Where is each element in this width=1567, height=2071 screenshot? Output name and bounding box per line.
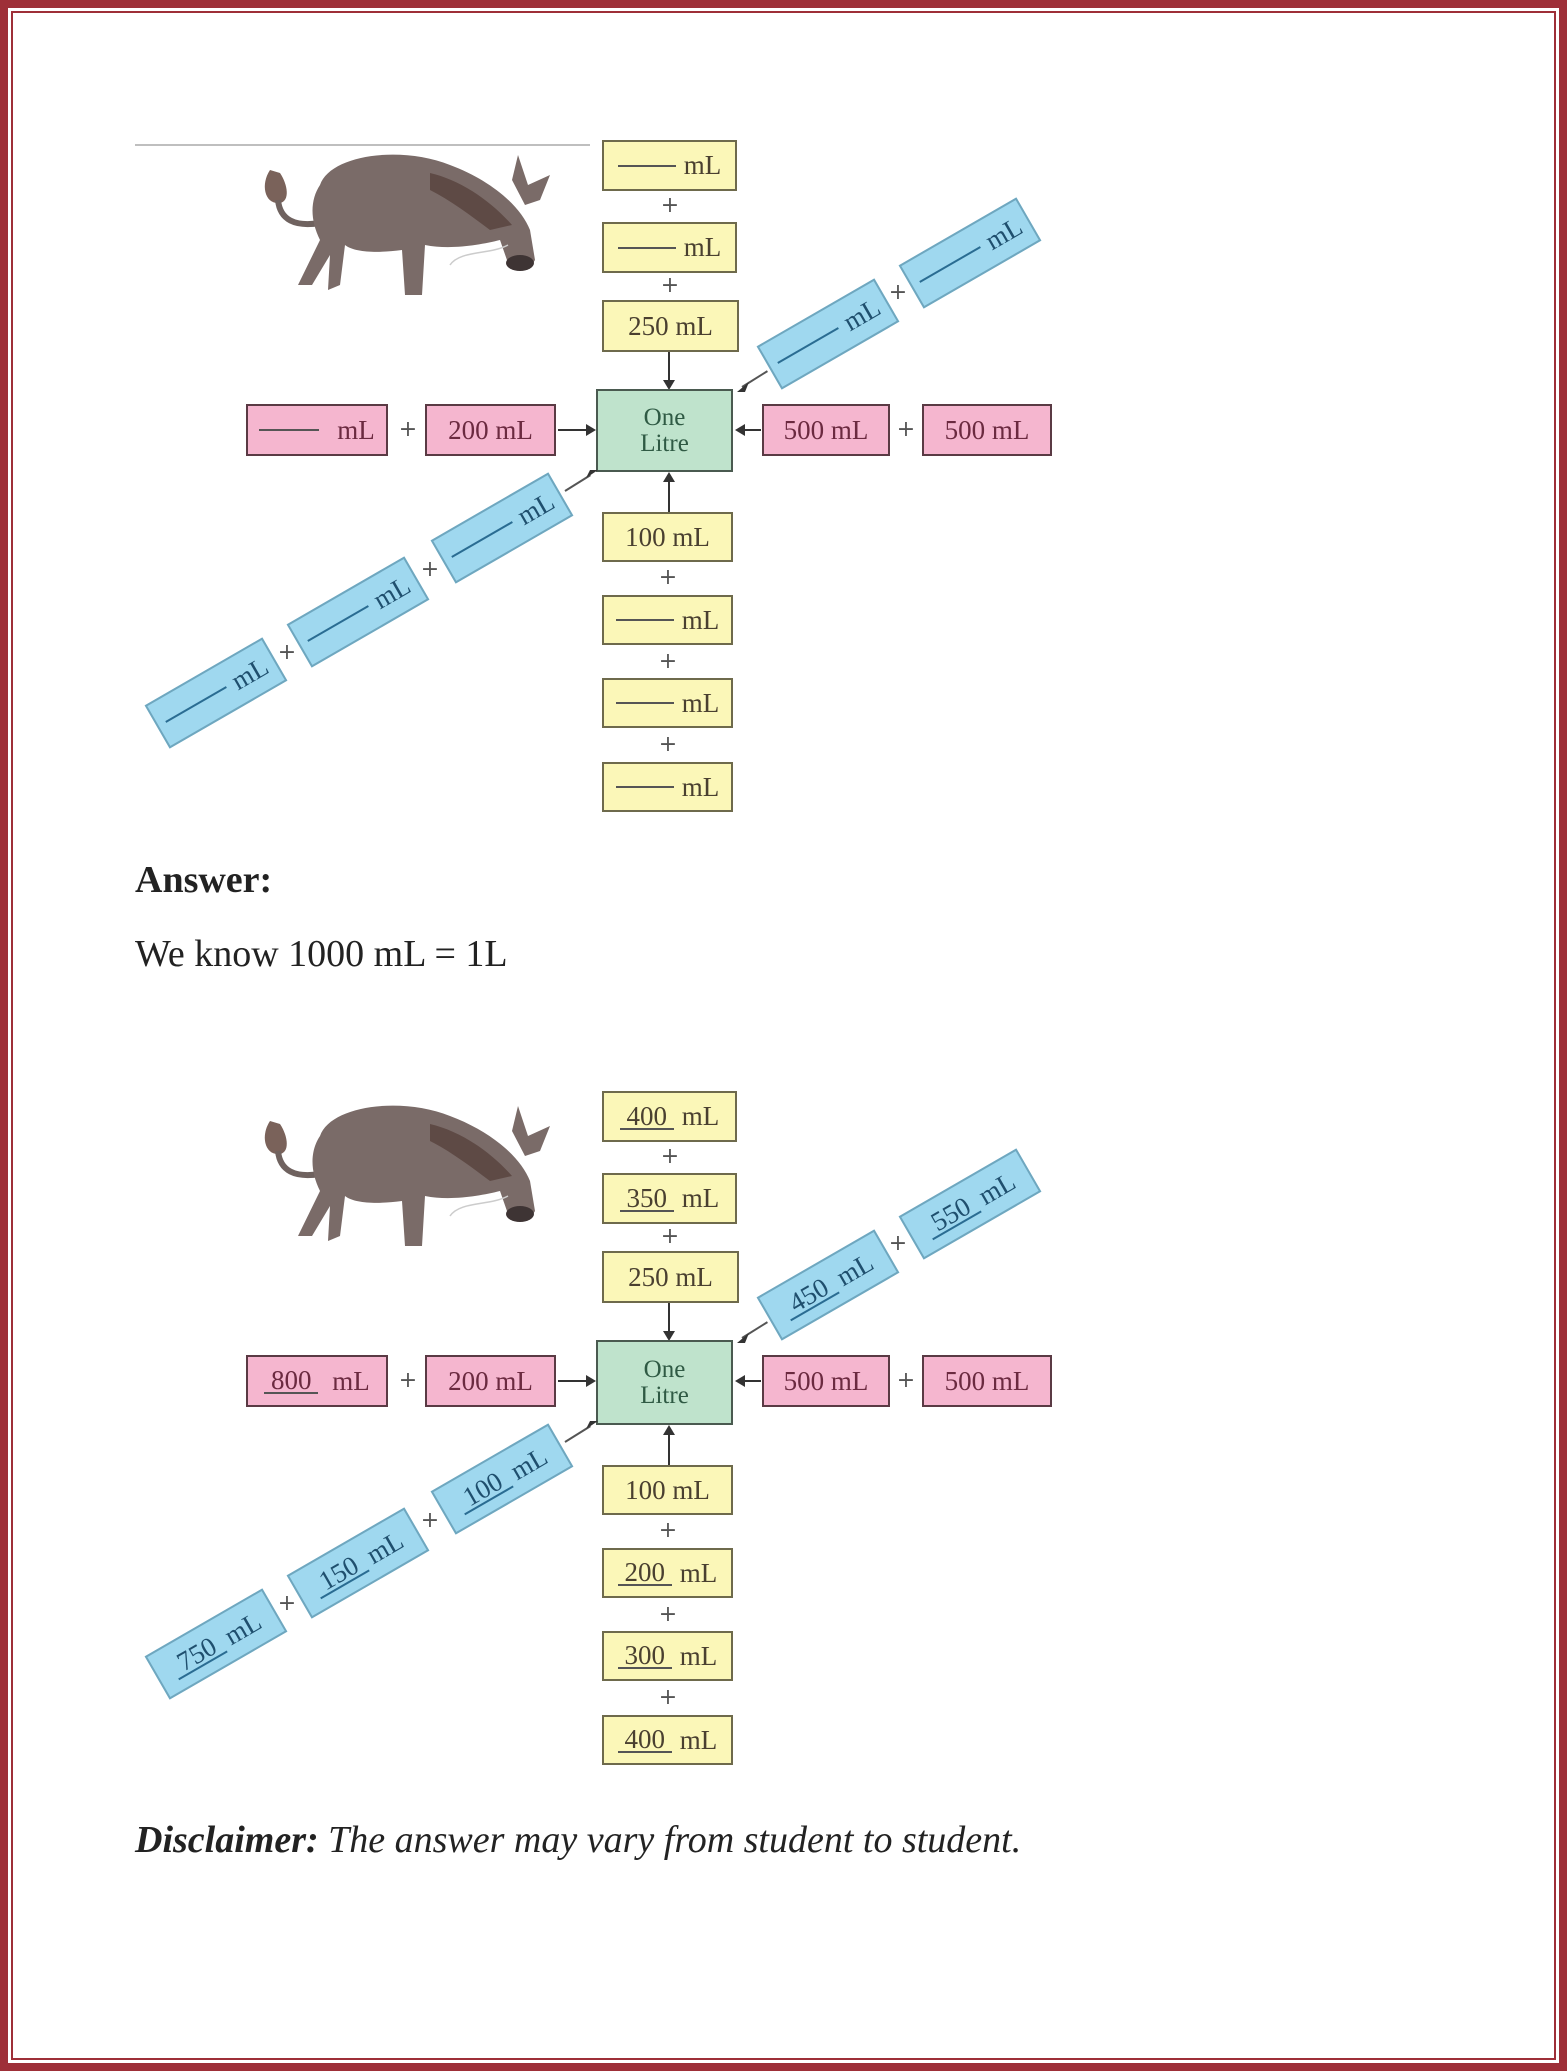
filled-answer: 550 [920,1189,982,1241]
answer-blank[interactable] [615,786,674,788]
top-stack-box-1[interactable]: mL [602,140,737,191]
bottom-stack-box-4[interactable]: mL [602,762,733,812]
right-row-box-1: 500 mL [762,404,890,456]
arrow-left-icon [735,1375,761,1387]
one-litre-box: One Litre [596,389,733,472]
plus-sign: + [398,417,418,442]
arrow-right-icon [558,424,596,436]
diagram-question: mL + mL + 250 mL One Litre mL + 200 mL 5… [0,0,1567,812]
filled-answer: 450 [778,1270,840,1322]
plus-sign: + [896,417,916,442]
arrow-up-icon [663,1425,675,1465]
lower-left-diag-box-3[interactable]: mL [430,472,574,584]
bottom-stack-box-1: 100 mL [602,1465,733,1515]
left-row-box-2: 200 mL [425,404,556,456]
answer-blank[interactable] [777,327,840,364]
answer-blank[interactable] [919,246,982,283]
plus-sign: + [660,193,680,218]
arrow-up-right-icon [586,1421,598,1429]
ox-illustration [264,154,550,295]
plus-sign: + [658,565,678,590]
plus-sign: + [658,732,678,757]
top-stack-box-2[interactable]: mL [602,222,737,273]
upper-right-diag-box-1[interactable]: mL [756,278,900,390]
answer-blank[interactable] [617,246,676,249]
top-stack-box-3: 250 mL [602,300,739,352]
answer-blank[interactable] [617,164,676,167]
filled-answer: 800 [264,1367,319,1394]
plus-sign: + [888,280,908,305]
answer-blank[interactable] [165,686,228,723]
plus-sign: + [658,1518,678,1543]
arrow-right-icon [558,1375,596,1387]
plus-sign: + [658,649,678,674]
plus-sign: + [277,640,297,665]
answer-blank[interactable] [307,605,370,642]
arrow-left-icon [735,424,761,436]
arrow-down-left-icon [737,382,749,392]
answer-blank[interactable] [615,619,674,621]
right-row-box-2: 500 mL [922,404,1052,456]
disclaimer-label: Disclaimer: [135,1819,319,1861]
plus-sign: + [888,1231,908,1256]
filled-answer: 400 [619,1102,674,1130]
answer-statement: We know 1000 mL = 1L [135,933,508,975]
plus-sign: + [660,273,680,298]
answer-blank[interactable] [615,702,674,704]
filled-answer: 200 [617,1559,672,1586]
left-row-box-2: 200 mL [425,1355,556,1407]
plus-sign: + [658,1602,678,1627]
ox-illustration [264,1105,550,1246]
upper-right-diag-box-2[interactable]: mL [898,197,1042,309]
bottom-stack-box-3[interactable]: mL [602,678,733,728]
filled-answer: 150 [308,1548,370,1600]
filled-answer: 300 [617,1642,672,1669]
plus-sign: + [896,1368,916,1393]
plus-sign: + [398,1368,418,1393]
filled-answer: 350 [619,1184,674,1212]
divider-line [135,144,590,146]
filled-answer: 100 [452,1464,514,1516]
plus-sign: + [420,1508,440,1533]
arrow-up-icon [663,472,675,512]
plus-sign: + [658,1685,678,1710]
plus-sign: + [660,1144,680,1169]
arrow-down-left-icon [737,1333,749,1343]
plus-sign: + [660,1224,680,1249]
right-row-box-2: 500 mL [922,1355,1052,1407]
plus-sign: + [277,1591,297,1616]
arrow-down-icon [663,352,675,390]
answer-blank[interactable] [451,521,514,558]
top-stack-box-3: 250 mL [602,1251,739,1303]
left-row-box-1[interactable]: mL [246,404,388,456]
disclaimer: Disclaimer: The answer may vary from stu… [135,1818,1021,1862]
one-litre-box: One Litre [596,1340,733,1425]
answer-blank[interactable] [259,429,320,431]
plus-sign: + [420,557,440,582]
lower-left-diag-box-2[interactable]: mL [286,556,430,668]
filled-answer: 400 [617,1726,672,1753]
bottom-stack-box-1: 100 mL [602,512,733,562]
right-row-box-1: 500 mL [762,1355,890,1407]
answer-heading: Answer: [135,859,273,901]
arrow-up-right-icon [586,470,598,478]
bottom-stack-box-2[interactable]: mL [602,595,733,645]
disclaimer-text: The answer may vary from student to stud… [318,1819,1022,1861]
page-inner-border [11,11,1556,2060]
arrow-down-icon [663,1303,675,1341]
